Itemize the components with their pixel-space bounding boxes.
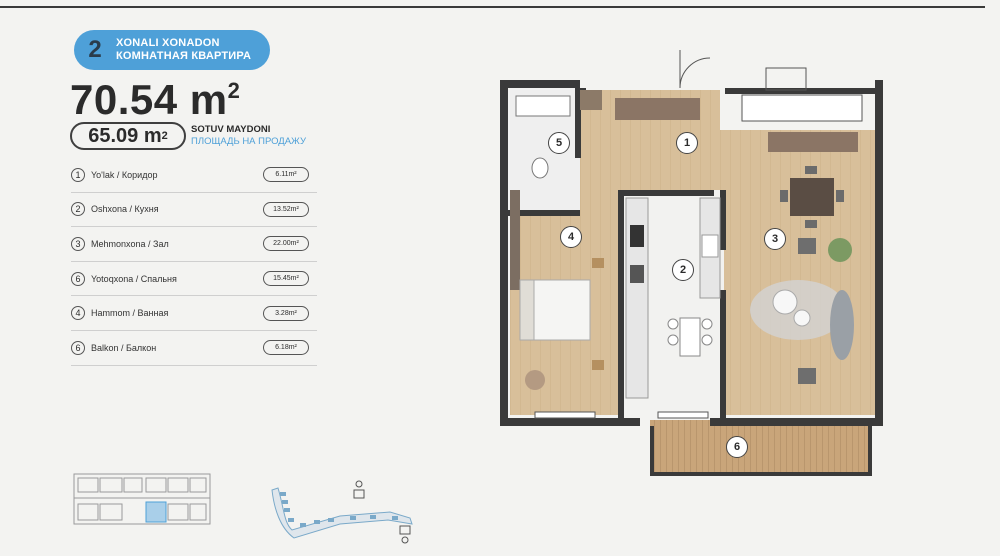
plan-label-balcony: 6 — [726, 436, 748, 458]
sale-area-label-uz: SOTUV MAYDONI — [191, 124, 271, 135]
room-number: 6 — [71, 271, 85, 286]
total-area-value: 70.54 m — [70, 76, 228, 123]
total-area-unit-sup: 2 — [227, 78, 241, 103]
plan-label-living: 3 — [764, 228, 786, 250]
room-name: Mehmonxona / Зал — [91, 238, 169, 249]
plan-label-corridor: 1 — [676, 132, 698, 154]
total-area: 70.54 m2 — [70, 76, 240, 124]
room-area: 6.11m² — [263, 167, 309, 183]
room-row: 6 Balkon / Балкон 6.18m² — [71, 331, 317, 366]
room-number: 4 — [71, 306, 85, 321]
room-number: 3 — [71, 236, 85, 251]
room-name: Yotoqxona / Спальня — [91, 273, 177, 284]
sale-area-unit-sup: 2 — [161, 130, 168, 142]
apartment-type-uz: XONALI XONADON — [116, 37, 220, 49]
room-row: 3 Mehmonxona / Зал 22.00m² — [71, 227, 317, 262]
room-name: Hammom / Ванная — [91, 308, 169, 319]
plan-label-bedroom: 4 — [560, 226, 582, 248]
apartment-type-ru: КОМНАТНАЯ КВАРТИРА — [116, 50, 252, 62]
room-area: 6.18m² — [263, 340, 309, 356]
plan-label-kitchen: 2 — [672, 259, 694, 281]
room-number: 2 — [71, 202, 85, 217]
room-name: Oshxona / Кухня — [91, 204, 159, 215]
room-row: 1 Yo'lak / Коридор 6.11m² — [71, 158, 317, 193]
top-rule — [0, 6, 985, 8]
room-row: 2 Oshxona / Кухня 13.52m² — [71, 193, 317, 228]
plan-label-bathroom: 5 — [548, 132, 570, 154]
room-area: 13.52m² — [263, 201, 309, 217]
room-list: 1 Yo'lak / Коридор 6.11m² 2 Oshxona / Ку… — [71, 158, 317, 366]
room-area: 3.28m² — [263, 305, 309, 321]
rooms-count: 2 — [88, 36, 102, 63]
room-area: 22.00m² — [263, 236, 309, 252]
sale-area-label-ru: ПЛОЩАДЬ НА ПРОДАЖУ — [191, 136, 307, 147]
room-name: Yo'lak / Коридор — [91, 169, 158, 180]
apartment-type-text: XONALI XONADON КОМНАТНАЯ КВАРТИРА — [116, 37, 251, 63]
sale-area-label: SOTUV MAYDONI ПЛОЩАДЬ НА ПРОДАЖУ — [191, 124, 306, 148]
site-plan-thumbnail — [271, 480, 413, 544]
apartment-type-badge: 2 XONALI XONADON КОМНАТНАЯ КВАРТИРА — [74, 30, 270, 70]
room-row: 4 Hammom / Ванная 3.28m² — [71, 296, 317, 331]
sale-area-value: 65.09 m — [88, 124, 162, 147]
floor-plan-drawing — [500, 50, 883, 476]
room-area: 15.45m² — [263, 271, 309, 287]
room-row: 6 Yotoqxona / Спальня 15.45m² — [71, 262, 317, 297]
room-number: 1 — [71, 167, 85, 182]
room-number: 6 — [71, 340, 85, 355]
room-name: Balkon / Балкон — [91, 342, 157, 353]
floor-location-thumbnail — [73, 473, 211, 525]
floor-plan: 1 2 3 4 5 6 — [480, 40, 900, 492]
